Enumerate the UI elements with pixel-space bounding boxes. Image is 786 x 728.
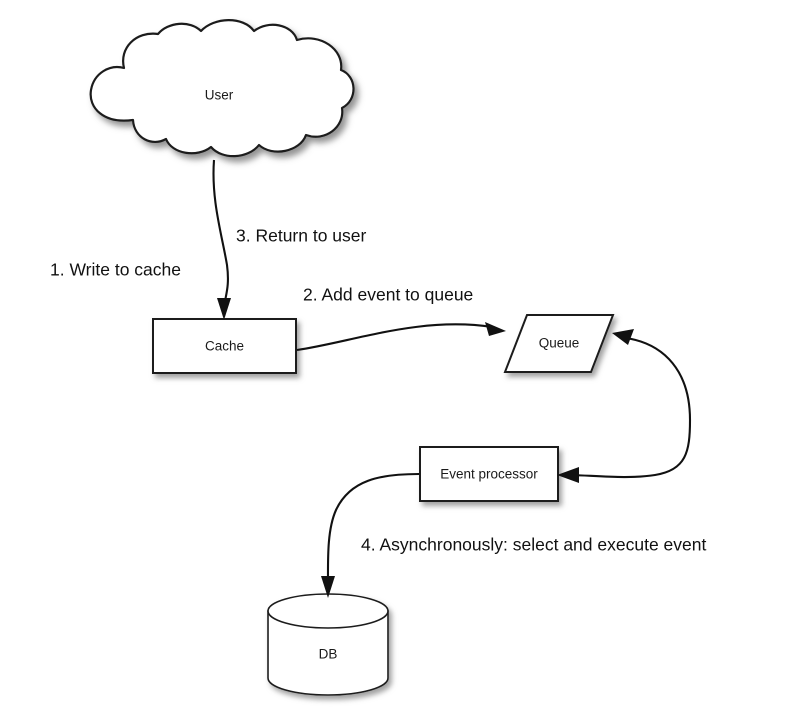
edge-line-queue-processor-loop: [571, 336, 692, 479]
step-label-2: 2. Add event to queue: [303, 285, 473, 305]
node-queue[interactable]: Queue: [503, 314, 615, 373]
edge-user-to-cache: [212, 159, 231, 320]
node-label-event-processor: Event processor: [440, 467, 538, 482]
edge-line-user-to-cache: [212, 159, 229, 309]
user-cloud-shape: [89, 19, 355, 158]
db-cylinder-top: [267, 593, 389, 629]
edge-processor-to-db: [321, 472, 420, 598]
edge-line-cache-to-queue: [296, 323, 493, 352]
step-label-1: 1. Write to cache: [50, 260, 181, 280]
arrow-head-into-cache: [217, 298, 231, 320]
event-processor-box-shape: [419, 446, 559, 502]
step-label-4: 4. Asynchronously: select and execute ev…: [361, 535, 706, 555]
node-db[interactable]: DB: [267, 593, 389, 696]
node-label-user: User: [205, 88, 234, 103]
node-label-queue: Queue: [539, 336, 580, 351]
node-cache[interactable]: Cache: [152, 318, 297, 374]
node-event-processor[interactable]: Event processor: [419, 446, 559, 502]
arrow-head-into-queue-left: [485, 322, 506, 336]
edge-queue-processor-loop: [557, 329, 692, 483]
edge-line-processor-to-db: [326, 472, 420, 585]
arrow-head-into-event-processor: [557, 467, 579, 483]
step-label-3: 3. Return to user: [236, 226, 367, 246]
db-cylinder-body: [267, 610, 389, 696]
edge-cache-to-queue: [296, 322, 506, 352]
node-user[interactable]: User: [89, 19, 355, 158]
arrow-head-into-db: [321, 576, 335, 598]
queue-parallelogram-shape: [503, 314, 615, 373]
cache-box-shape: [152, 318, 297, 374]
node-label-cache: Cache: [205, 339, 244, 354]
arrow-head-into-queue-right: [612, 329, 634, 345]
node-label-db: DB: [319, 647, 338, 662]
